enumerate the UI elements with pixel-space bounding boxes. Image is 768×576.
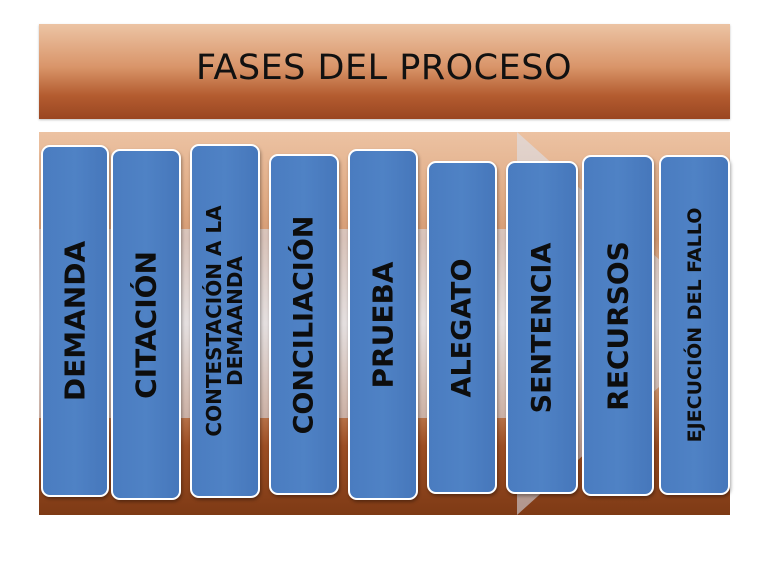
step-label-alegato: ALEGATO bbox=[446, 258, 478, 397]
step-contestacion: CONTESTACIÓN A LA DEMAANDA bbox=[190, 144, 260, 498]
step-label-prueba: PRUEBA bbox=[366, 261, 400, 388]
step-label-citacion: CITACIÓN bbox=[129, 250, 163, 399]
step-prueba: PRUEBA bbox=[348, 149, 418, 500]
step-alegato: ALEGATO bbox=[427, 161, 497, 494]
step-label-contestacion-line2: DEMAANDA bbox=[223, 256, 247, 386]
title-band bbox=[39, 24, 730, 119]
step-label-contestacion-line1: CONTESTACIÓN A LA bbox=[202, 205, 226, 437]
step-citacion: CITACIÓN bbox=[111, 149, 181, 500]
step-label-conciliacion: CONCILIACIÓN bbox=[288, 215, 320, 434]
step-label-sentencia: SENTENCIA bbox=[526, 242, 558, 413]
step-label-demanda: DEMANDA bbox=[58, 240, 92, 402]
step-demanda: DEMANDA bbox=[41, 145, 109, 497]
step-label-contestacion: CONTESTACIÓN A LA DEMAANDA bbox=[202, 205, 247, 437]
step-sentencia: SENTENCIA bbox=[506, 161, 578, 494]
step-label-ejecucion: EJECUCIÓN DEL FALLO bbox=[683, 207, 706, 443]
step-label-recursos: RECURSOS bbox=[601, 240, 635, 411]
step-ejecucion: EJECUCIÓN DEL FALLO bbox=[659, 155, 730, 495]
slide-title: FASES DEL PROCESO bbox=[195, 48, 573, 88]
step-recursos: RECURSOS bbox=[582, 155, 654, 496]
step-conciliacion: CONCILIACIÓN bbox=[269, 154, 339, 495]
process-diagram: DEMANDA CITACIÓN CONTESTACIÓN A LA DEMAA… bbox=[39, 132, 730, 515]
